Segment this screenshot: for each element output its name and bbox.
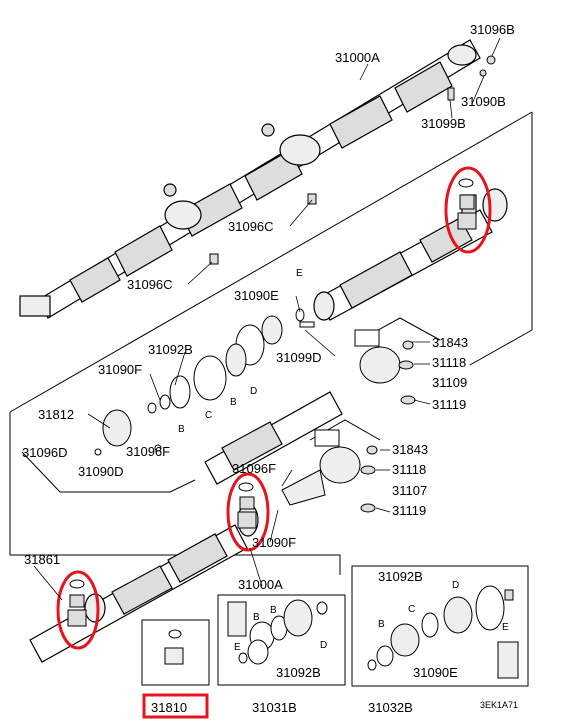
- label-31118-2: 31118: [392, 462, 426, 477]
- label-31096D: 31096D: [22, 445, 68, 460]
- label-31090F-2: 31090F: [252, 535, 296, 550]
- letter-E-box1: E: [234, 642, 241, 653]
- letter-C-box2: C: [408, 604, 415, 615]
- letter-E-box2: E: [502, 622, 509, 633]
- label-31000A-bottom: 31000A: [238, 577, 283, 592]
- label-31092B-box1: 31092B: [276, 665, 321, 680]
- letter-B-box2: B: [378, 619, 385, 630]
- kit-contents: [164, 585, 519, 679]
- label-31096B: 31096B: [470, 22, 515, 37]
- letter-labels: E B C B D B B D E D C B E: [178, 268, 509, 653]
- label-31090F-left: 31090F: [98, 362, 142, 377]
- highlight-uj-rear: [444, 166, 492, 254]
- label-31119-1: 31119: [432, 397, 466, 412]
- figure-code: 3EK1A71: [480, 700, 518, 710]
- label-31099B: 31099B: [421, 116, 466, 131]
- letter-D-box2: D: [452, 580, 459, 591]
- label-31090D: 31090D: [78, 464, 124, 479]
- highlight-31810-label: [142, 693, 209, 719]
- label-31810: 31810: [151, 700, 187, 715]
- part-labels: 31096B 31000A 31090B 31099B 31096C 31096…: [22, 22, 515, 715]
- letter-B-box1a: B: [253, 612, 260, 623]
- highlights: [56, 166, 492, 719]
- letter-E-top: E: [296, 268, 303, 279]
- label-31092B-mid: 31092B: [148, 342, 193, 357]
- letter-B-box1b: B: [270, 605, 277, 616]
- label-31861: 31861: [24, 552, 60, 567]
- kit-31031B-box: [217, 594, 346, 686]
- label-31090E: 31090E: [234, 288, 279, 303]
- universal-joints: [67, 178, 477, 627]
- lower-mid-shaft: [204, 391, 343, 485]
- label-31812: 31812: [38, 407, 74, 422]
- label-31119-2: 31119: [392, 503, 426, 518]
- kit-boxes: [141, 565, 529, 687]
- kit-31810-box: [141, 619, 210, 686]
- letter-B-2: B: [230, 397, 237, 408]
- label-31109: 31109: [432, 375, 467, 390]
- bottom-driveshaft: [29, 503, 259, 663]
- letter-D-box1: D: [320, 640, 327, 651]
- label-31843-1: 31843: [432, 335, 468, 350]
- middle-driveshaft: [313, 188, 508, 321]
- highlight-uj-middle: [226, 472, 270, 552]
- letter-C-1: C: [205, 410, 212, 421]
- center-bearings: [281, 329, 416, 513]
- label-31096F-2: 31096F: [232, 461, 276, 476]
- letter-D-1: D: [250, 386, 257, 397]
- label-31096F-1: 31096F: [126, 444, 170, 459]
- frame-lines: [9, 111, 533, 575]
- letter-B-1: B: [178, 424, 185, 435]
- label-31092B-box2: 31092B: [378, 569, 423, 584]
- label-31099D: 31099D: [276, 350, 322, 365]
- kit-31032B-box: [351, 565, 529, 687]
- label-31843-2: 31843: [392, 442, 428, 457]
- label-31032B: 31032B: [368, 700, 413, 715]
- label-31118-1: 31118: [432, 355, 466, 370]
- upper-driveshaft: [19, 39, 481, 319]
- label-31107: 31107: [392, 483, 427, 498]
- label-31096C-1: 31096C: [228, 219, 274, 234]
- leader-lines: [33, 37, 501, 601]
- upper-hardware: [209, 55, 496, 265]
- label-31031B: 31031B: [252, 700, 297, 715]
- highlight-uj-front: [56, 570, 100, 650]
- label-31096C-2: 31096C: [127, 277, 173, 292]
- label-31000A-top: 31000A: [335, 50, 380, 65]
- label-31090B: 31090B: [461, 94, 506, 109]
- label-31090E-box2: 31090E: [413, 665, 458, 680]
